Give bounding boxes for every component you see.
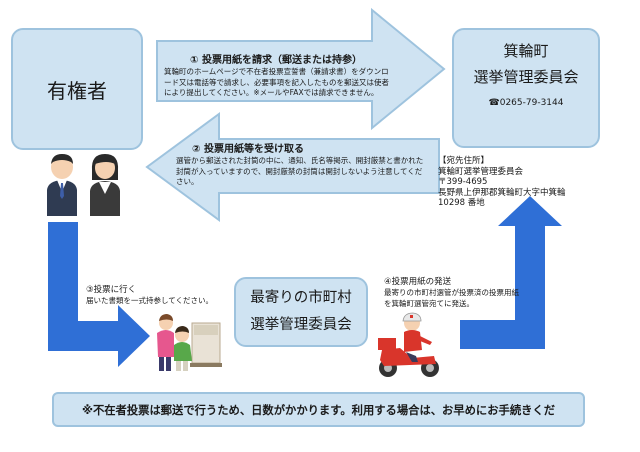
- address-line: 箕輪町選挙管理委員会: [438, 166, 524, 177]
- election-board-town: 箕輪町: [503, 42, 549, 60]
- address-line: 10298 番地: [438, 198, 485, 208]
- arrow-step2: [145, 112, 440, 222]
- man-voter-icon: [44, 152, 80, 216]
- voter-box: 有権者: [11, 28, 143, 150]
- step2-body: 選管から郵送された封筒の中に、通知、氏名等掲示、開封厳禁と書かれた封筒が入ってい…: [176, 156, 424, 186]
- election-board-name: 選挙管理委員会: [473, 68, 579, 86]
- election-board-box: 箕輪町 選挙管理委員会 ☎0265-79-3144: [452, 28, 600, 148]
- voting-people-icon: [152, 309, 224, 373]
- address-header: 【宛先住所】: [438, 156, 490, 166]
- step3-title: ③投票に行く: [86, 285, 137, 295]
- address-line: 長野県上伊那郡箕輪町大字中箕輪: [438, 187, 566, 198]
- notice-bar: ※不在者投票は郵送で行うため、日数がかかります。利用する場合は、お早めにお手続き…: [52, 392, 585, 427]
- arrow-step1: [156, 7, 446, 131]
- woman-voter-icon: [87, 152, 123, 216]
- address-line: 〒399-4695: [438, 177, 488, 187]
- step4-title: ④投票用紙の発送: [384, 277, 452, 287]
- postman-scooter-icon: [376, 312, 442, 380]
- notice-text: ※不在者投票は郵送で行うため、日数がかかります。利用する場合は、お早めにお手続き…: [81, 403, 556, 417]
- nearest-box-line1: 最寄りの市町村: [250, 290, 352, 306]
- election-board-phone: ☎0265-79-3144: [488, 98, 564, 108]
- arrow-step4: [460, 196, 562, 349]
- address-block: 【宛先住所】 箕輪町選挙管理委員会 〒399-4695 長野県上伊那郡箕輪町大字…: [438, 156, 598, 209]
- step3-body: 届いた書類を一式持参してください。: [86, 296, 214, 305]
- arrow-step3: [48, 222, 150, 367]
- step1-title: ① 投票用紙を請求（郵送または持参）: [190, 55, 362, 66]
- voter-label: 有権者: [47, 78, 107, 103]
- step1-body: 箕輪町のホームページで不在者投票宣誓書（兼請求書）をダウンロード又は電話等で請求…: [164, 67, 389, 97]
- nearest-box-line2: 選挙管理委員会: [250, 317, 352, 333]
- nearest-election-board-box: 最寄りの市町村 選挙管理委員会: [234, 277, 368, 347]
- step2-title: ② 投票用紙等を受け取る: [192, 144, 304, 155]
- step4-body: 最寄りの市町村選管が投票済の投票用紙を箕輪町選管宛てに発送。: [384, 288, 519, 308]
